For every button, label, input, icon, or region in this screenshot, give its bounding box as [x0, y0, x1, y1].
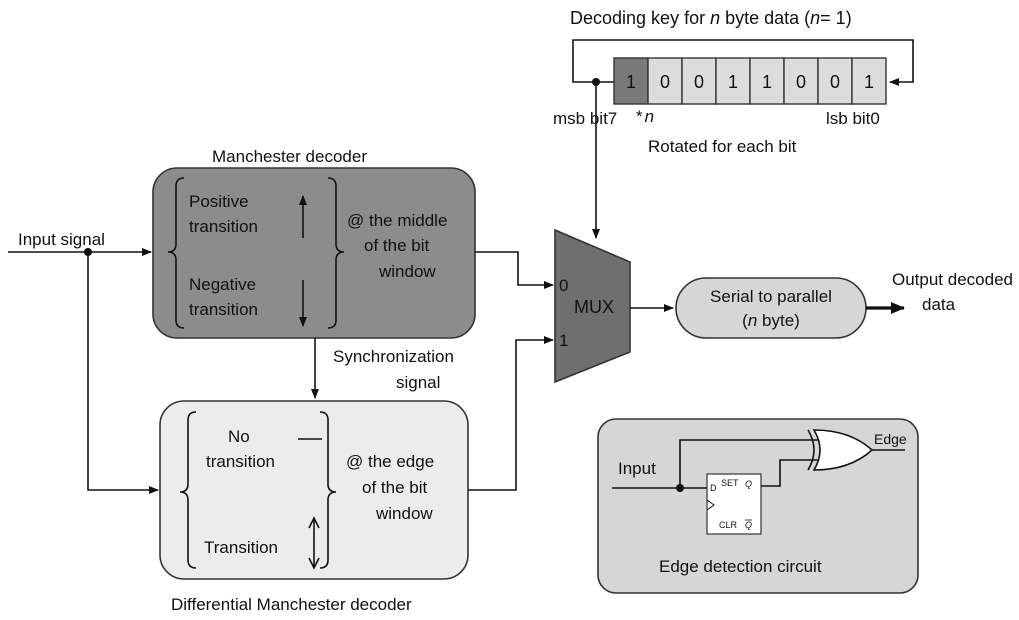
- serial-label-1: Serial to parallel: [710, 287, 832, 306]
- msb-label: msb bit7: [553, 109, 617, 128]
- ff-d-label: D: [710, 483, 717, 493]
- key-cell: [647, 57, 683, 105]
- transition-label: Transition: [204, 538, 278, 557]
- key-title: Decoding key for n byte data (n= 1): [570, 8, 852, 28]
- xor-gate-icon: [812, 429, 874, 471]
- key-bit: 1: [728, 72, 738, 92]
- manchester-where-3: window: [378, 262, 436, 281]
- mux-label: MUX: [574, 297, 614, 317]
- manchester-title: Manchester decoder: [212, 147, 367, 166]
- edge-caption: Edge detection circuit: [659, 557, 822, 576]
- transition-up-arrow-icon: [308, 516, 320, 529]
- output-label-1: Output decoded: [892, 270, 1013, 289]
- key-bit: 1: [864, 72, 874, 92]
- negative-label-2: transition: [189, 300, 258, 319]
- ff-qbar-label: Q: [745, 520, 752, 530]
- ff-set-label: SET: [721, 478, 739, 488]
- input-signal-label: Input signal: [18, 230, 105, 249]
- xor-extra-curve: [807, 429, 815, 471]
- ff-q-label: Q: [745, 479, 752, 489]
- mux-input-1: 1: [559, 331, 568, 350]
- diff-where-1: @ the edge: [346, 452, 434, 471]
- no-transition-label-2: transition: [206, 452, 275, 471]
- manchester-where-1: @ the middle: [347, 211, 447, 230]
- manchester-where-2: of the bit: [364, 236, 429, 255]
- left-brace-icon: [179, 411, 197, 569]
- key-register: 1 0 0 1 1 0 0 1: [613, 57, 887, 105]
- edge-direct-wire: [679, 439, 820, 488]
- manchester-to-mux-wire: [475, 251, 554, 289]
- output-label-2: data: [922, 295, 956, 314]
- star-label: *n: [636, 107, 654, 126]
- edge-input-label: Input: [618, 459, 656, 478]
- clock-input-icon: [706, 499, 715, 511]
- flip-flop: [706, 473, 762, 535]
- sync-label-2: signal: [396, 373, 440, 392]
- rotated-label: Rotated for each bit: [648, 137, 797, 156]
- key-bit: 0: [796, 72, 806, 92]
- edge-output-label: Edge: [874, 431, 907, 447]
- negative-label-1: Negative: [189, 275, 256, 294]
- ff-to-xor-wire: [761, 459, 820, 487]
- key-bit: 0: [830, 72, 840, 92]
- right-brace-icon: [327, 177, 345, 329]
- mux-input-0: 0: [559, 276, 568, 295]
- diff-where-3: window: [375, 504, 433, 523]
- rotation-loop: [572, 39, 914, 86]
- diff-to-mux-wire: [468, 336, 554, 491]
- diff-where-2: of the bit: [362, 478, 427, 497]
- sync-label-1: Synchronization: [333, 347, 454, 366]
- key-bit: 0: [694, 72, 704, 92]
- input-to-diff-wire: [87, 252, 159, 494]
- manchester-decoder-box: [152, 167, 476, 339]
- ff-clr-label: CLR: [719, 520, 738, 530]
- transition-down-arrow-icon: [308, 557, 320, 570]
- key-cell: [681, 57, 717, 105]
- positive-label-2: transition: [189, 217, 258, 236]
- no-transition-label-1: No: [228, 427, 250, 446]
- diff-manchester-title: Differential Manchester decoder: [171, 595, 412, 614]
- key-bit: 1: [626, 72, 636, 92]
- key-bit: 0: [660, 72, 670, 92]
- key-cell-lsb: [851, 57, 887, 105]
- right-brace-icon: [319, 411, 337, 569]
- positive-label-1: Positive: [189, 192, 249, 211]
- key-bit: 1: [762, 72, 772, 92]
- serial-label-2: (n byte): [742, 311, 800, 330]
- mux-block: [554, 228, 631, 384]
- lsb-label: lsb bit0: [826, 109, 880, 128]
- left-brace-icon: [167, 177, 185, 329]
